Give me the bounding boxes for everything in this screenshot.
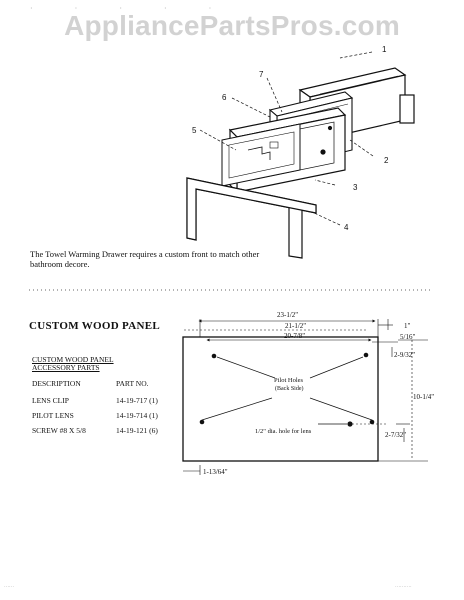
part-description: PILOT LENS: [32, 411, 74, 420]
lens-hole-label: 1/2" dia. hole for lens: [255, 428, 312, 435]
callout-6: 6: [222, 93, 227, 102]
callout-5: 5: [192, 126, 197, 135]
callout-numbers: 1 2 3 4 5 6 7: [192, 45, 389, 232]
corner-mark-left: ······: [4, 585, 14, 590]
custom-panel-title: CUSTOM WOOD PANEL: [29, 320, 161, 332]
part-number: 14-19-121 (6): [116, 426, 158, 435]
pilot-holes: [199, 352, 375, 427]
dim-hole-span: 21-1/2": [285, 322, 306, 330]
column-description: DESCRIPTION: [32, 379, 81, 388]
callout-4: 4: [344, 223, 349, 232]
column-part-no: PART NO.: [116, 379, 149, 388]
accessory-heading-line-1: CUSTOM WOOD PANEL: [32, 355, 114, 364]
accessory-heading: CUSTOM WOOD PANEL ACCESSORY PARTS: [32, 356, 114, 372]
accessory-heading-line-2: ACCESSORY PARTS: [32, 363, 100, 372]
panel-dimension-drawing: [182, 319, 428, 475]
dim-bottom-offset: 2-7/32": [385, 431, 406, 439]
dimension-labels: 23-1/2" 21-1/2" 20-7/8" 1" 5/16" 2-9/32"…: [203, 311, 434, 476]
scan-artifact: · · · · ·: [30, 4, 232, 13]
trim-frame-part-4: [186, 177, 317, 259]
part-number: 14-19-714 (1): [116, 411, 158, 420]
panel-outline: [182, 336, 379, 462]
gasket-part-5: [221, 123, 301, 187]
dim-right-small: 5/16": [400, 333, 415, 341]
towel-drawer-note: The Towel Warming Drawer requires a cust…: [30, 249, 260, 269]
part-description: SCREW #8 X 5/8: [32, 426, 86, 435]
callout-3: 3: [353, 183, 358, 192]
lens-hole: [347, 421, 353, 427]
watermark-text: AppliancePartsPros.com: [64, 10, 400, 41]
dim-height: 10-1/4": [413, 393, 434, 401]
pilot-hole-bottom-left: [199, 419, 205, 425]
dim-inner-span: 20-7/8": [284, 332, 305, 340]
dim-top-offset: 2-9/32": [394, 351, 415, 359]
callout-leaders: [199, 51, 374, 226]
dim-left-bottom: 1-13/64": [203, 468, 228, 476]
callout-2: 2: [384, 156, 389, 165]
pilot-hole-top-left: [211, 353, 217, 359]
pilot-hole-top-right: [363, 352, 369, 358]
part-description: LENS CLIP: [32, 396, 69, 405]
pilot-hole-bottom-right: [369, 419, 375, 425]
pilot-holes-sublabel: (Back Side): [275, 385, 304, 392]
pilot-holes-label: Pilot Holes: [274, 377, 304, 384]
callout-7: 7: [259, 70, 264, 79]
dim-right-offset: 1": [404, 322, 411, 330]
corner-mark-right: ··········: [395, 585, 412, 590]
dim-overall-width: 23-1/2": [277, 311, 298, 319]
callout-1: 1: [382, 45, 387, 54]
part-number: 14-19-717 (1): [116, 396, 158, 405]
